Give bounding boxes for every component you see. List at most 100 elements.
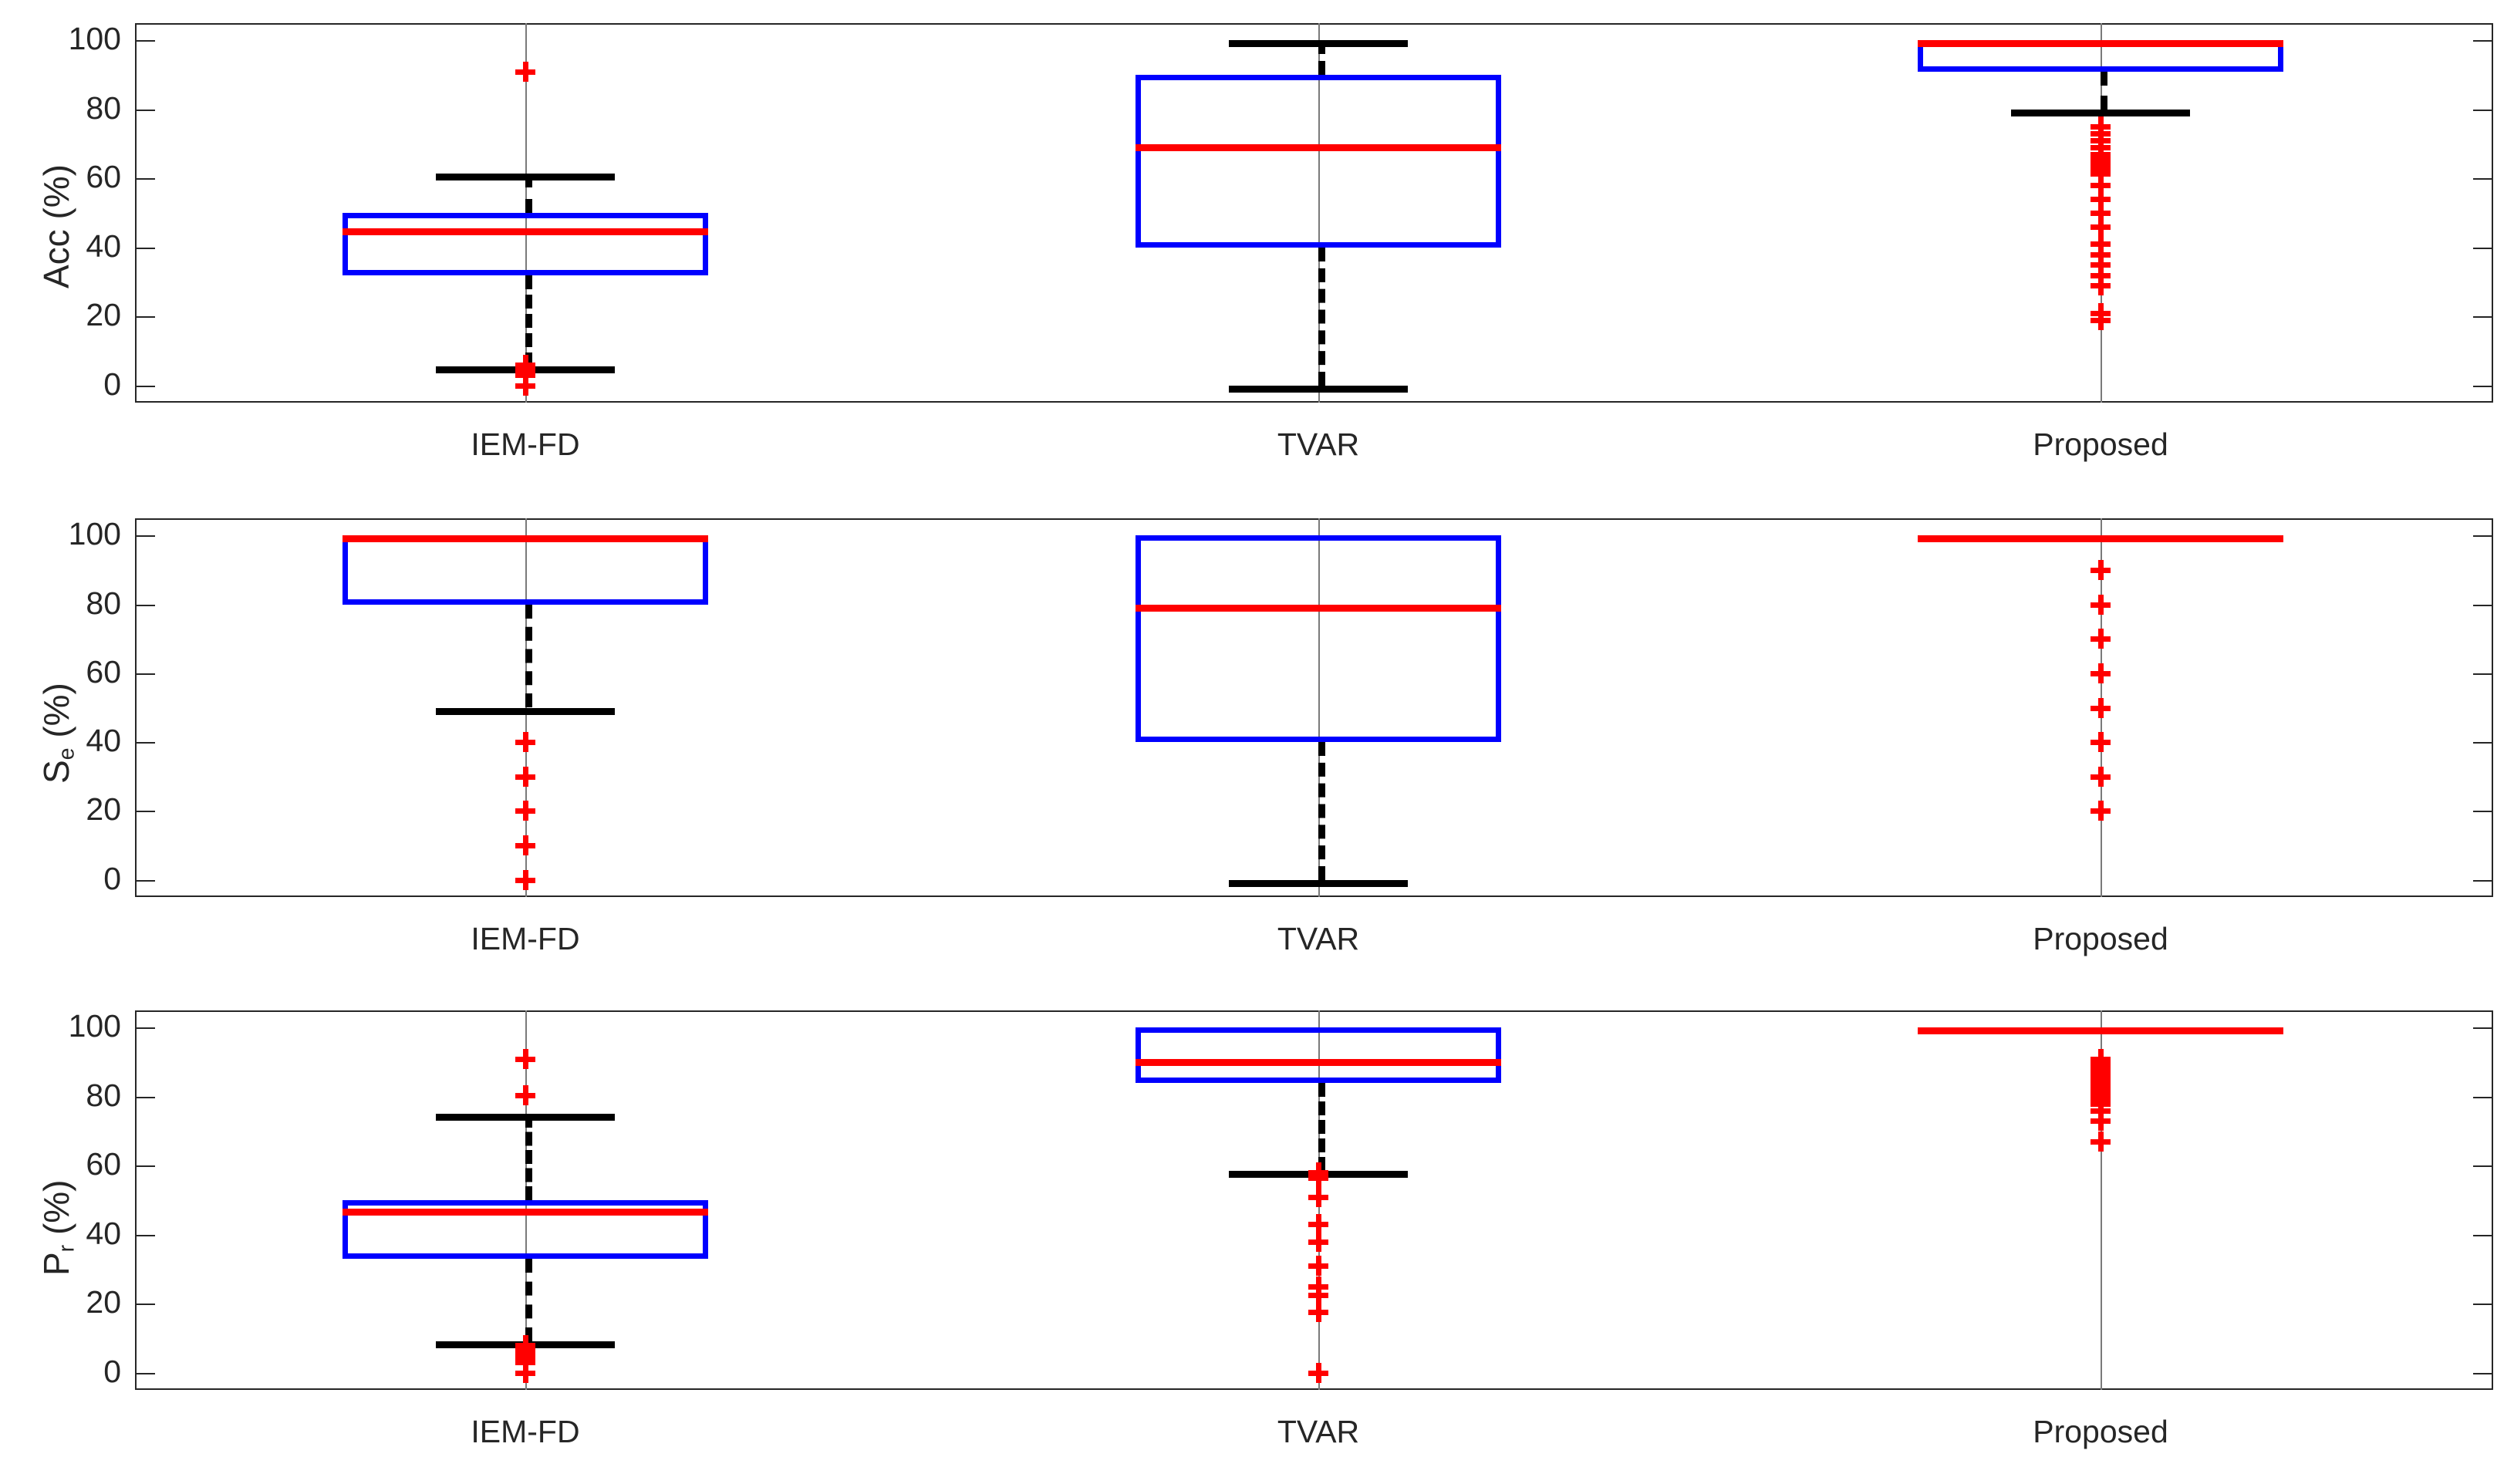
y-axis-tick-right	[2473, 742, 2493, 744]
y-axis-tick-label: 60	[86, 1146, 121, 1182]
y-axis-tick-right	[2473, 178, 2493, 180]
x-axis-tick-label-iem-fd: IEM-FD	[471, 1414, 580, 1449]
x-axis-tick-label-iem-fd: IEM-FD	[471, 427, 580, 462]
outlier-marker	[1308, 1302, 1328, 1323]
outlier-marker	[2091, 1131, 2111, 1152]
outlier-marker	[1308, 1255, 1328, 1276]
outlier-marker	[2091, 203, 2111, 223]
whisker-cap-upper	[436, 173, 615, 180]
x-axis-tick-label-iem-fd: IEM-FD	[471, 921, 580, 956]
y-axis-tick-right	[2473, 247, 2493, 249]
y-axis-tick-right	[2473, 673, 2493, 675]
outlier-marker	[2091, 559, 2111, 580]
y-axis-tick-right	[2473, 109, 2493, 111]
outlier-marker	[515, 835, 535, 856]
x-axis-tick-label-tvar: TVAR	[1277, 1414, 1360, 1449]
whisker-cap-lower	[1229, 879, 1408, 887]
outlier-marker	[515, 1362, 535, 1383]
outlier-marker	[1308, 1214, 1328, 1235]
y-axis-tick	[135, 742, 155, 744]
box-iqr	[343, 213, 708, 275]
y-axis-tick-right	[2473, 1234, 2493, 1236]
y-axis-tick-label: 0	[103, 366, 121, 402]
y-axis-tick	[135, 40, 155, 42]
whisker-lower	[2101, 71, 2107, 110]
y-axis-tick-right	[2473, 1027, 2493, 1030]
box-iqr	[1136, 1027, 1501, 1083]
whisker-lower	[1318, 742, 1325, 880]
y-axis-tick	[135, 316, 155, 319]
y-axis-tick-right	[2473, 1165, 2493, 1168]
y-axis-tick	[135, 1304, 155, 1306]
outlier-marker	[2091, 697, 2111, 718]
whisker-upper	[1318, 40, 1325, 76]
y-axis-tick-label: 20	[86, 791, 121, 828]
y-axis-tick-label: 100	[68, 516, 121, 552]
y-axis-label-subscript: r	[54, 1245, 79, 1253]
box-iqr	[343, 1200, 708, 1260]
whisker-cap-lower	[1229, 385, 1408, 393]
box-center-line	[1318, 518, 1320, 897]
outlier-marker	[1308, 1186, 1328, 1207]
y-axis-tick	[135, 1372, 155, 1374]
median-line	[1136, 143, 1501, 151]
box-center-line	[1318, 23, 1320, 403]
x-axis-tick-label-tvar: TVAR	[1277, 921, 1360, 956]
outlier-marker	[2091, 163, 2111, 184]
y-axis-tick-label: 60	[86, 159, 121, 195]
outlier-marker	[515, 61, 535, 82]
median-line	[1918, 1027, 2283, 1035]
y-axis-tick-label: 80	[86, 1077, 121, 1113]
outlier-marker	[2091, 309, 2111, 330]
median-line	[343, 535, 708, 543]
outlier-marker	[2091, 175, 2111, 196]
y-axis-tick-label: 0	[103, 860, 121, 896]
y-axis-tick-right	[2473, 1304, 2493, 1306]
y-axis-tick-label: 40	[86, 1215, 121, 1251]
y-axis-tick-label: 80	[86, 89, 121, 126]
outlier-marker	[515, 1084, 535, 1105]
y-axis-tick	[135, 1027, 155, 1030]
whisker-lower	[525, 275, 532, 367]
y-axis-tick	[135, 109, 155, 111]
y-axis-tick	[135, 1165, 155, 1168]
outlier-marker	[515, 801, 535, 821]
y-axis-tick-right	[2473, 811, 2493, 813]
y-axis-tick	[135, 535, 155, 538]
y-axis-label-main: P	[36, 1252, 76, 1277]
y-axis-tick-label: 40	[86, 228, 121, 264]
x-axis-tick-label-tvar: TVAR	[1277, 427, 1360, 462]
whisker-lower	[525, 1259, 532, 1342]
y-axis-tick-label: 40	[86, 723, 121, 759]
y-axis-tick	[135, 1234, 155, 1236]
outlier-marker	[1308, 1285, 1328, 1305]
y-axis-tick-label: 100	[68, 21, 121, 57]
outlier-marker	[2091, 216, 2111, 237]
outlier-marker	[2091, 1111, 2111, 1132]
outlier-marker	[2091, 189, 2111, 210]
median-line	[343, 1209, 708, 1216]
y-axis-tick	[135, 811, 155, 813]
outlier-marker	[515, 732, 535, 753]
y-axis-tick	[135, 385, 155, 387]
outlier-marker	[515, 1048, 535, 1069]
outlier-marker	[2091, 594, 2111, 615]
outlier-marker	[2091, 629, 2111, 649]
y-axis-label: Pr (%)	[35, 1180, 79, 1277]
box-center-line	[2101, 1010, 2102, 1390]
box-iqr	[1136, 535, 1501, 743]
outlier-marker	[1308, 1231, 1328, 1252]
outlier-marker	[2091, 766, 2111, 787]
y-axis-tick-label: 20	[86, 1284, 121, 1320]
y-axis-tick-right	[2473, 385, 2493, 387]
outlier-marker	[1308, 1167, 1328, 1188]
y-axis-tick-label: 100	[68, 1008, 121, 1044]
whisker-cap-upper	[1229, 40, 1408, 48]
median-line	[343, 228, 708, 236]
y-axis-tick-right	[2473, 1372, 2493, 1374]
y-axis-tick	[135, 247, 155, 249]
